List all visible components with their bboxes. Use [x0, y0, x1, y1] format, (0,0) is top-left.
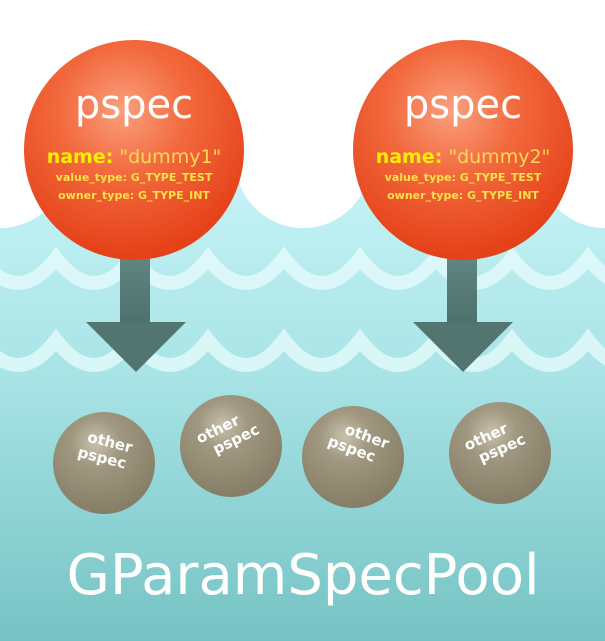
- pspec-name-line: name:"dummy2": [376, 146, 551, 168]
- pspec-title: pspec: [75, 82, 193, 128]
- pspec-value-type: value_type: G_TYPE_TEST: [56, 171, 213, 184]
- pspec-value-type: value_type: G_TYPE_TEST: [385, 171, 542, 184]
- pspec-owner-type: owner_type: G_TYPE_INT: [58, 189, 210, 202]
- other-pspec-pebble-4: other pspec: [449, 402, 551, 504]
- pspec-name-value: "dummy1": [119, 146, 221, 168]
- other-pspec-pebble-3: other pspec: [302, 406, 404, 508]
- other-pspec-pebble-2: other pspec: [180, 395, 282, 497]
- pspec-name-key: name:: [376, 146, 443, 168]
- pspec-circle-dummy1: pspec name:"dummy1" value_type: G_TYPE_T…: [24, 40, 244, 260]
- pspec-title: pspec: [404, 82, 522, 128]
- pspec-name-key: name:: [47, 146, 114, 168]
- pspec-name-line: name:"dummy1": [47, 146, 222, 168]
- pspec-circle-dummy2: pspec name:"dummy2" value_type: G_TYPE_T…: [353, 40, 573, 260]
- pspec-owner-type: owner_type: G_TYPE_INT: [387, 189, 539, 202]
- other-pspec-pebble-1: other pspec: [53, 412, 155, 514]
- pspec-name-value: "dummy2": [448, 146, 550, 168]
- pool-label: GParamSpecPool: [66, 543, 539, 608]
